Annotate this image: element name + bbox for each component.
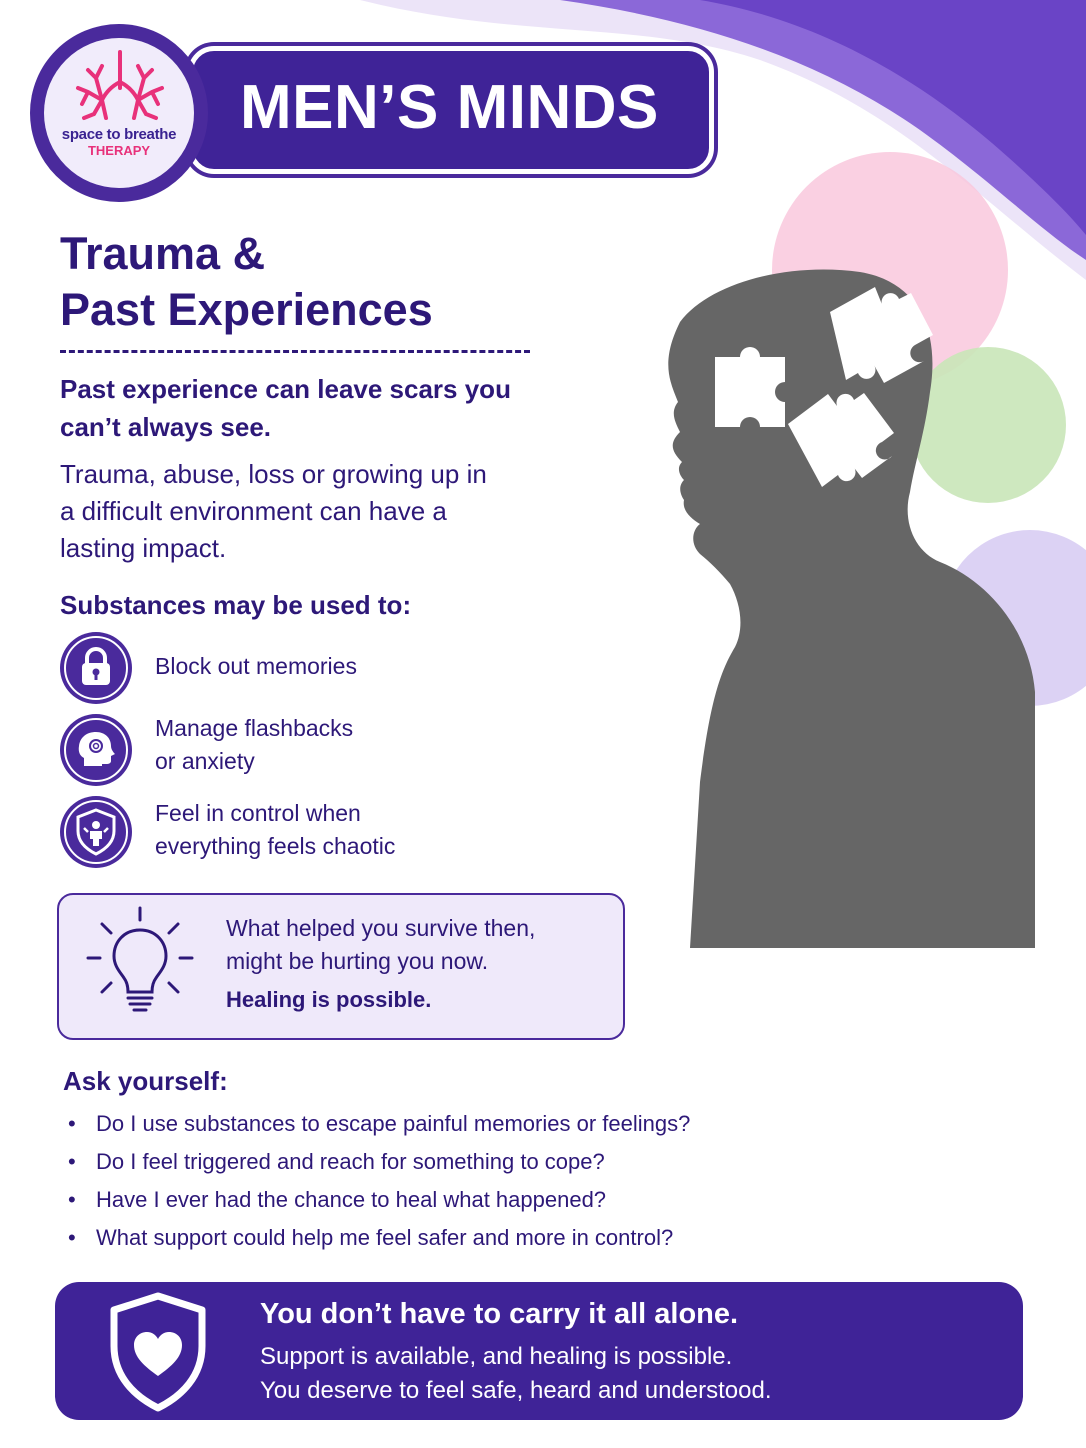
lead-text: Past experience can leave scars you can’… xyxy=(60,374,511,442)
ask-list: Do I use substances to escape painful me… xyxy=(66,1105,846,1257)
list-item: Block out memories xyxy=(155,650,475,683)
footer-line: Support is available, and healing is pos… xyxy=(260,1343,733,1370)
lightbulb-icon xyxy=(86,906,194,1012)
footer-line: You deserve to feel safe, heard and unde… xyxy=(260,1377,772,1404)
list-item: Feel in control when everything feels ch… xyxy=(155,797,475,863)
head-silhouette-puzzle-icon xyxy=(668,269,1035,948)
page-brand-title: MEN’S MINDS xyxy=(240,73,659,142)
page-title-line2: Past Experiences xyxy=(60,284,433,335)
page-title-line1: Trauma & xyxy=(60,228,266,279)
logo-text: space to breathe xyxy=(61,126,177,143)
use-item-line: or anxiety xyxy=(155,748,255,774)
shield-heart-icon xyxy=(110,1292,206,1412)
list-item: Have I ever had the chance to heal what … xyxy=(66,1181,846,1219)
footer-text: Support is available, and healing is pos… xyxy=(260,1340,1000,1408)
footer-title: You don’t have to carry it all alone. xyxy=(260,1298,739,1330)
list-item: Manage flashbacks or anxiety xyxy=(155,712,475,778)
lock-icon xyxy=(60,632,132,704)
tip-text: What helped you survive then, might be h… xyxy=(226,912,616,978)
list-item: Do I use substances to escape painful me… xyxy=(66,1105,846,1143)
use-item-line: Manage flashbacks xyxy=(155,715,354,741)
substances-heading: Substances may be used to: xyxy=(60,590,412,620)
tip-box xyxy=(57,893,625,1040)
tip-line: What helped you survive then, xyxy=(226,915,536,941)
list-item: Do I feel triggered and reach for someth… xyxy=(66,1143,846,1181)
use-item-line: Block out memories xyxy=(155,653,357,679)
use-item-line: Feel in control when xyxy=(155,800,361,826)
logo-subtext: THERAPY xyxy=(87,143,151,158)
use-item-line: everything feels chaotic xyxy=(155,833,396,859)
footer-banner xyxy=(55,1282,1023,1420)
lungs-logo-icon xyxy=(76,50,164,120)
head-spiral-icon xyxy=(60,714,132,786)
ask-heading: Ask yourself: xyxy=(63,1066,228,1096)
tip-line: might be hurting you now. xyxy=(226,948,489,974)
divider xyxy=(60,350,530,353)
tip-emphasis: Healing is possible. xyxy=(226,987,432,1012)
body-text: Trauma, abuse, loss or growing up in a d… xyxy=(60,459,487,563)
list-item: What support could help me feel safer an… xyxy=(66,1219,846,1257)
page-title: Trauma & Past Experiences xyxy=(60,226,560,338)
shield-person-icon xyxy=(60,796,132,868)
